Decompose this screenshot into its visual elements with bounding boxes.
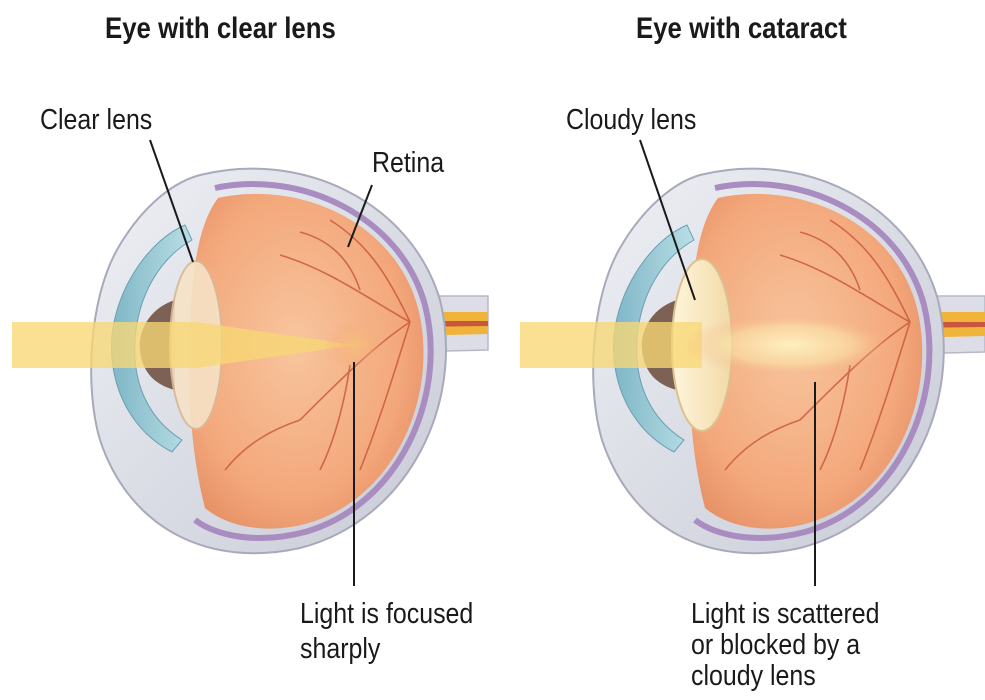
cloudy-lens-label: Cloudy lens (566, 103, 696, 138)
left-eye (12, 140, 488, 586)
scattered-light-label-line3: cloudy lens (691, 659, 816, 694)
scattered-light-label-line2: or blocked by a (691, 628, 860, 663)
scattered-light-glow (685, 313, 895, 377)
scattered-light-label-line1: Light is scattered (691, 597, 880, 632)
focused-light-label-line2: sharply (300, 632, 380, 667)
retina-label: Retina (372, 146, 444, 181)
right-light-beam (520, 322, 702, 368)
clear-lens-label: Clear lens (40, 103, 152, 138)
focused-light-label-line1: Light is focused (300, 597, 473, 632)
right-eye (520, 140, 985, 586)
